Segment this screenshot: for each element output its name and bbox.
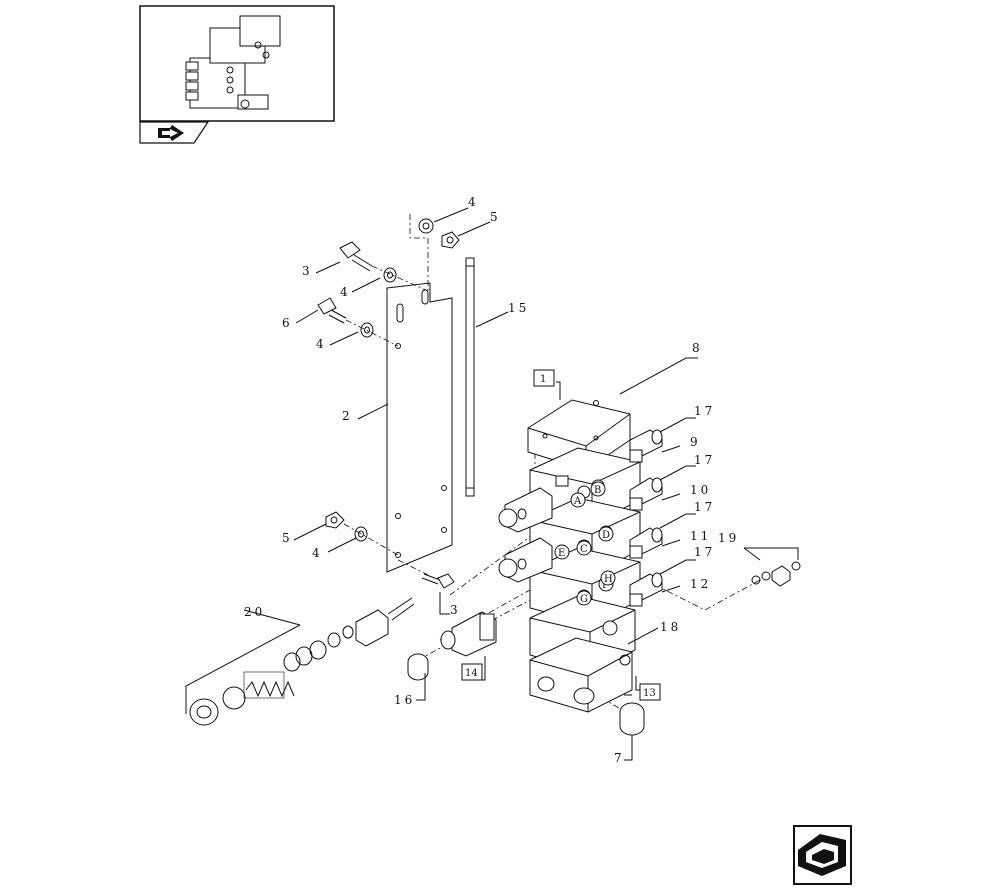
plug-part-7 — [619, 702, 645, 736]
section-letter-C: C — [580, 544, 588, 555]
callout-15: 15 — [508, 301, 529, 315]
mounting-plate-part-2 — [386, 282, 453, 573]
thumbnail-valve-image — [185, 15, 281, 110]
washer-part-4-top — [383, 267, 397, 283]
connector-part-14 — [440, 611, 497, 657]
callout-17-d: 17 — [694, 545, 715, 559]
assembly-thumbnail[interactable] — [139, 5, 335, 144]
callout-4-lower: 4 — [312, 546, 323, 560]
relief-valve-kit-part-20 — [189, 597, 415, 726]
seal-kit-part-19 — [751, 561, 801, 587]
callout-9: 9 — [690, 435, 701, 449]
callout-5-lower: 5 — [282, 531, 293, 545]
bolt-part-3-lower — [421, 573, 455, 589]
next-page-button[interactable] — [793, 825, 852, 885]
callout-3-top: 3 — [302, 264, 313, 278]
plug-part-16 — [407, 653, 429, 681]
callout-12: 12 — [690, 577, 711, 591]
callout-17-c: 17 — [694, 500, 715, 514]
callout-17-a: 17 — [694, 404, 715, 418]
section-letter-A: A — [573, 496, 582, 507]
callout-labels: 3 4 6 4 2 4 5 15 5 4 3 16 7 20 8 17 9 17… — [244, 195, 739, 765]
callout-4-upper: 4 — [468, 195, 479, 209]
nut-part-5-lower — [325, 511, 345, 529]
section-letter-H: H — [604, 574, 613, 585]
callout-10: 10 — [690, 483, 711, 497]
callout-5-upper: 5 — [490, 210, 501, 224]
inlet-end-cover — [529, 637, 633, 713]
callout-1: 1 — [540, 374, 546, 385]
nut-part-5-upper — [441, 231, 460, 249]
fitting-part-17-b — [629, 477, 663, 511]
callout-box-13: 13 — [639, 683, 661, 701]
callout-13: 13 — [643, 688, 656, 699]
callout-16: 16 — [394, 693, 415, 707]
callout-20: 20 — [244, 605, 265, 619]
callout-14: 14 — [465, 668, 478, 679]
spool-cap-left-1 — [498, 487, 553, 533]
section-letter-B: B — [594, 485, 601, 496]
callout-19: 19 — [718, 531, 739, 545]
section-letter-E: E — [558, 548, 565, 559]
threaded-rod-part-15 — [465, 257, 475, 497]
fitting-part-17-a — [629, 429, 663, 463]
washer-part-4-mid — [360, 322, 374, 338]
callout-17-b: 17 — [694, 453, 715, 467]
callout-box-14: 14 — [461, 663, 483, 681]
callout-box-1: 1 — [533, 369, 555, 387]
previous-page-icon[interactable] — [158, 125, 184, 141]
section-letter-markers: A B C D E F G H — [554, 481, 616, 606]
callout-8: 8 — [692, 341, 703, 355]
bolt-part-6 — [317, 297, 347, 324]
section-letter-F: F — [602, 580, 609, 591]
section-letter-D: D — [602, 530, 610, 541]
callout-3-lower: 3 — [450, 603, 461, 617]
callout-4-top: 4 — [340, 285, 351, 299]
callout-2: 2 — [342, 409, 353, 423]
section-letter-G: G — [580, 594, 588, 605]
callout-6: 6 — [282, 316, 293, 330]
fitting-part-17-d — [629, 572, 663, 607]
spring — [243, 671, 295, 699]
callout-11: 11 — [690, 529, 711, 543]
washer-part-4-upper — [418, 218, 434, 234]
callout-7: 7 — [614, 751, 625, 765]
fitting-part-17-c — [629, 527, 663, 559]
spool-cap-left-2 — [498, 537, 553, 583]
leader-lines — [185, 207, 799, 761]
next-page-icon — [798, 834, 846, 876]
callout-4-mid: 4 — [316, 337, 327, 351]
bolt-part-3-top — [339, 241, 373, 272]
callout-18: 18 — [660, 620, 681, 634]
